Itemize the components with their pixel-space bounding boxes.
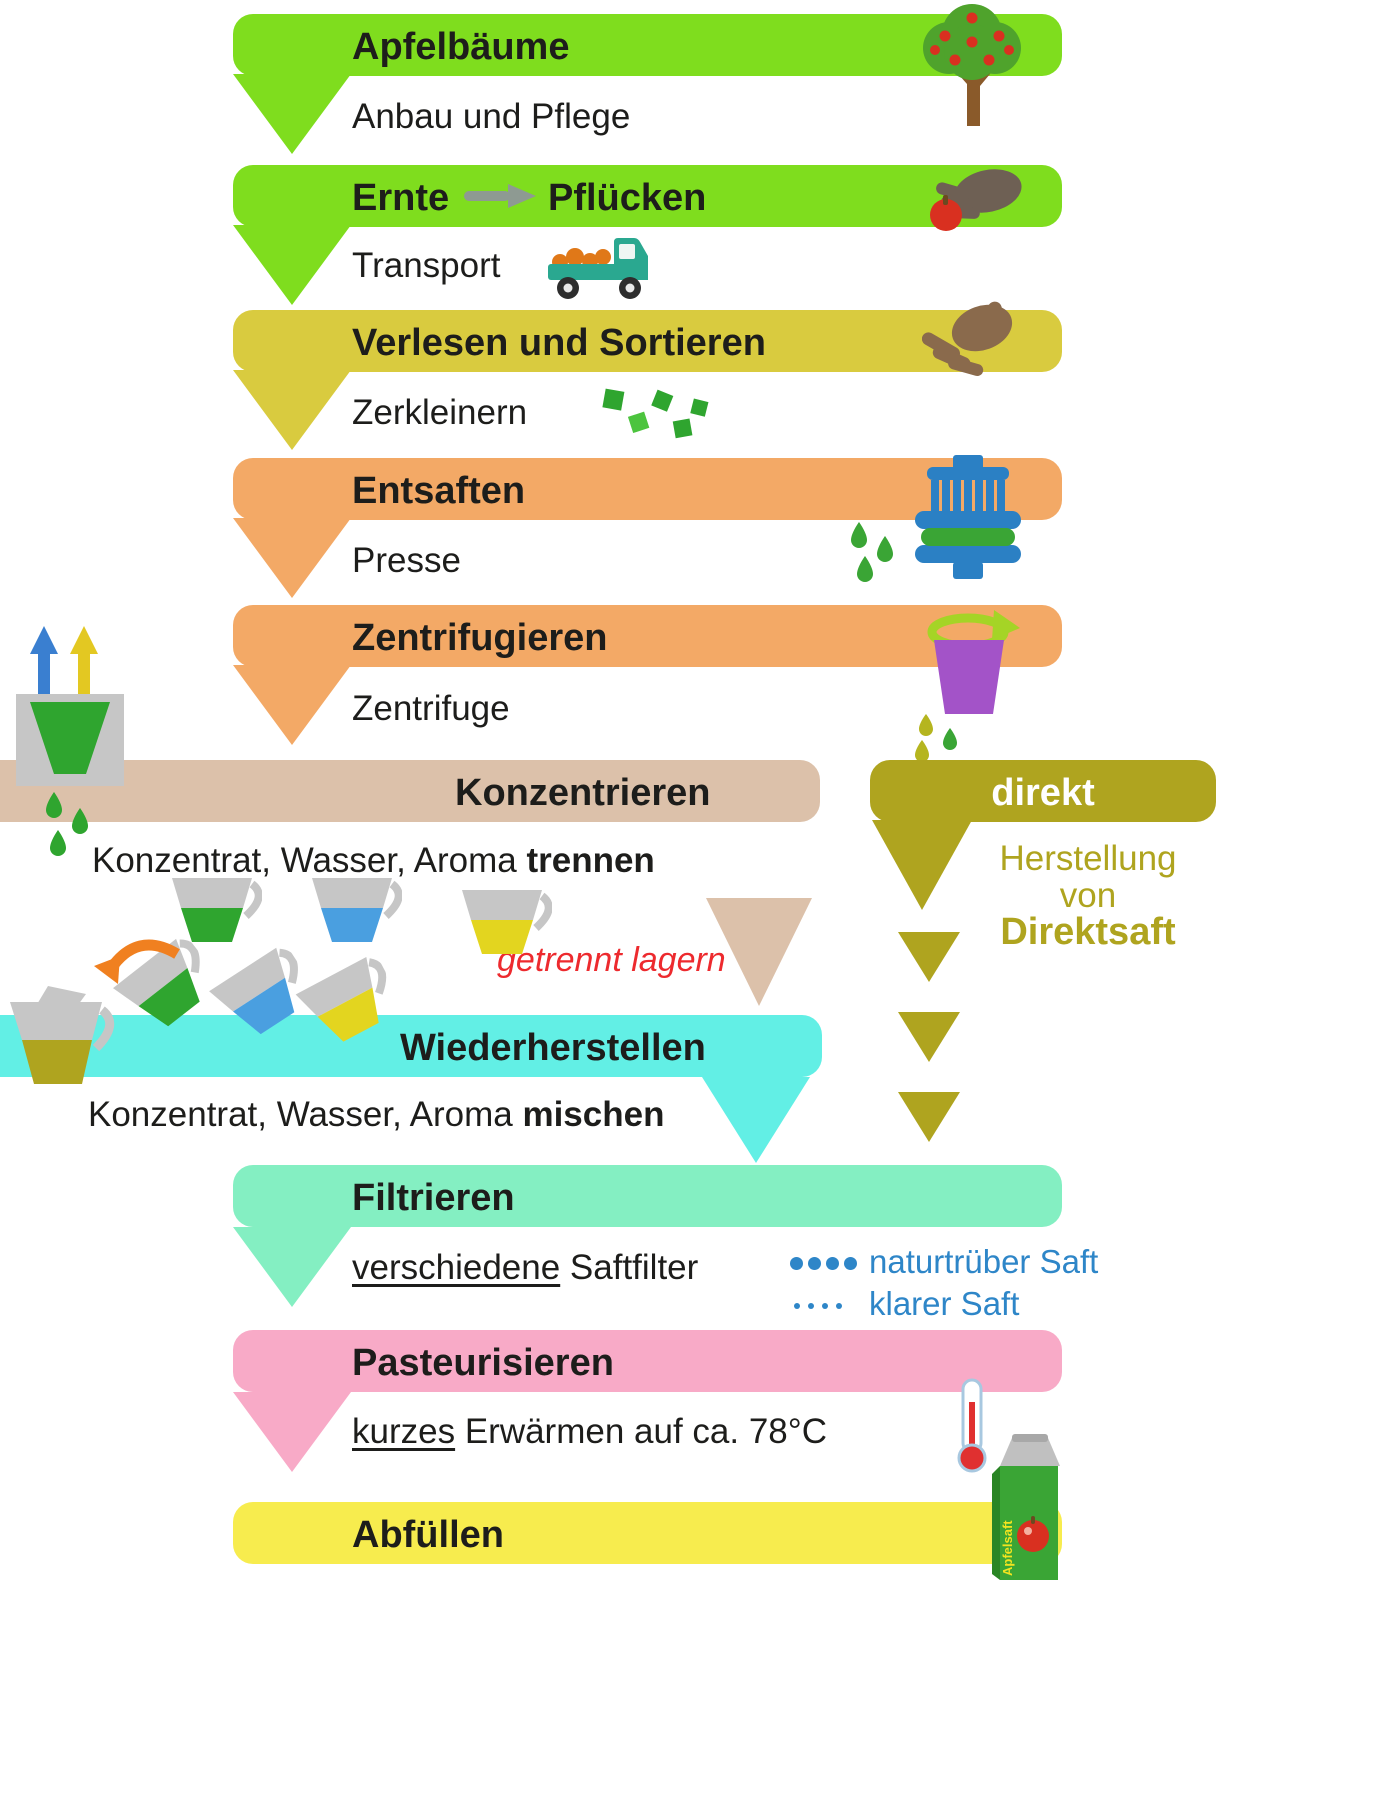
step-subtitle-ernte: Transport <box>352 246 501 285</box>
chevron-wiederherstellen <box>702 1077 810 1163</box>
subtitle-bold: mischen <box>522 1095 665 1134</box>
apple-pieces-icon <box>602 388 709 439</box>
picking-hand-icon <box>930 169 1022 231</box>
juice-carton-icon: Apfelsaft <box>992 1434 1060 1580</box>
step-title-zentrifugieren: Zentrifugieren <box>352 617 608 659</box>
clear-dot-icon <box>808 1303 814 1309</box>
subtitle-rest: Erwärmen auf ca. 78°C <box>455 1412 828 1451</box>
subtitle-plain: Konzentrat, Wasser, Aroma <box>88 1095 523 1134</box>
pour-arrow-icon <box>94 939 180 984</box>
step-subtitle-verlesen: Zerkleinern <box>352 393 528 432</box>
step-title-pfluecken: Pflücken <box>548 177 707 219</box>
water-cup-icon <box>312 878 402 942</box>
banner-filtrieren <box>233 1165 1062 1227</box>
step-title-ernte: Ernte <box>352 177 450 219</box>
vapor-arrows-icon <box>30 626 98 696</box>
banner-entsaften <box>233 458 1062 520</box>
carton-label: Apfelsaft <box>1000 1520 1015 1576</box>
chevron-entsaften <box>233 518 351 598</box>
chevron-verlesen <box>233 370 351 450</box>
subtitle-bold: trennen <box>526 841 655 880</box>
step-subtitle-pasteurisieren: kurzes Erwärmen auf ca. 78°C <box>352 1411 827 1453</box>
pouring-cup-yellow-icon <box>295 956 387 1042</box>
branch-title-direkt: direkt <box>991 772 1095 814</box>
chevron-pasteurisieren <box>233 1392 351 1472</box>
step-title-verlesen: Verlesen und Sortieren <box>352 322 766 364</box>
step-subtitle-wiederherstellen: Konzentrat, Wasser, Aroma mischen <box>88 1094 664 1136</box>
concentrate-drops-icon <box>46 792 88 856</box>
cloudy-dot-icon <box>790 1257 803 1270</box>
banner-pasteurisieren <box>233 1330 1062 1392</box>
cloudy-dot-icon <box>844 1257 857 1270</box>
chevron-konzentrieren <box>706 898 812 1006</box>
direkt-flow-triangle-2 <box>898 1012 960 1062</box>
storage-note: getrennt lagern <box>497 941 726 979</box>
step-subtitle-konzentrieren: Konzentrat, Wasser, Aroma trennen <box>92 840 655 882</box>
step-title-abfuellen: Abfüllen <box>352 1514 504 1556</box>
chevron-ernte <box>233 225 351 305</box>
direkt-line3: Direktsaft <box>1000 911 1176 953</box>
clear-dot-icon <box>822 1303 828 1309</box>
cloudy-juice-label: naturtrüber Saft <box>869 1243 1099 1280</box>
direkt-description: Herstellung von Direktsaft <box>958 840 1218 951</box>
juice-drops-icon <box>851 522 893 582</box>
step-title-entsaften: Entsaften <box>352 470 526 512</box>
aroma-cup-icon <box>462 890 552 954</box>
step-subtitle-entsaften: Presse <box>352 541 461 580</box>
apple-tree-icon <box>923 4 1021 126</box>
centrifuge-icon <box>915 610 1020 762</box>
banner-ernte <box>233 165 1062 227</box>
step-title-konzentrieren: Konzentrieren <box>455 772 711 814</box>
chevron-zentrifugieren <box>233 665 351 745</box>
direkt-line1: Herstellung <box>999 839 1177 878</box>
subtitle-underlined: verschiedene <box>352 1248 561 1287</box>
press-icon <box>915 455 1021 579</box>
direkt-line2: von <box>1059 876 1117 915</box>
banner-direkt <box>870 760 1216 822</box>
clear-dot-icon <box>794 1303 800 1309</box>
step-subtitle-apfelbaeume: Anbau und Pflege <box>352 97 631 136</box>
thermometer-icon <box>957 1378 987 1473</box>
step-subtitle-zentrifugieren: Zentrifuge <box>352 689 510 728</box>
clear-dot-icon <box>836 1303 842 1309</box>
step-subtitle-filtrieren: verschiedene Saftfilter <box>352 1247 698 1289</box>
direkt-flow-triangle-1 <box>898 932 960 982</box>
subtitle-underlined: kurzes <box>352 1412 456 1451</box>
evaporator-icon <box>16 694 124 786</box>
direkt-flow-triangle-3 <box>898 1092 960 1142</box>
clear-juice-label: klarer Saft <box>869 1285 1020 1322</box>
mixing-cup-icon <box>10 986 115 1084</box>
banner-konzentrieren <box>0 760 820 822</box>
step-title-pasteurisieren: Pasteurisieren <box>352 1342 614 1384</box>
subtitle-rest: Saftfilter <box>560 1248 699 1287</box>
banner-zentrifugieren <box>233 605 1062 667</box>
cloudy-dot-icon <box>808 1257 821 1270</box>
cloudy-dot-icon <box>826 1257 839 1270</box>
arrow-right-icon <box>464 184 536 208</box>
chevron-direkt <box>872 820 972 910</box>
truck-icon <box>548 238 648 299</box>
chevron-filtrieren <box>233 1227 351 1307</box>
step-title-wiederherstellen: Wiederherstellen <box>400 1027 706 1069</box>
banner-wiederherstellen <box>0 1015 822 1077</box>
step-title-filtrieren: Filtrieren <box>352 1177 515 1219</box>
concentrate-cup-icon <box>172 878 262 942</box>
sorting-hand-icon <box>922 301 1013 377</box>
banner-abfuellen <box>233 1502 1062 1564</box>
pouring-cup-blue-icon <box>209 947 298 1035</box>
chevron-apfelbaeume <box>233 74 351 154</box>
step-title-apfelbaeume: Apfelbäume <box>352 26 570 68</box>
subtitle-plain: Konzentrat, Wasser, Aroma <box>92 841 527 880</box>
